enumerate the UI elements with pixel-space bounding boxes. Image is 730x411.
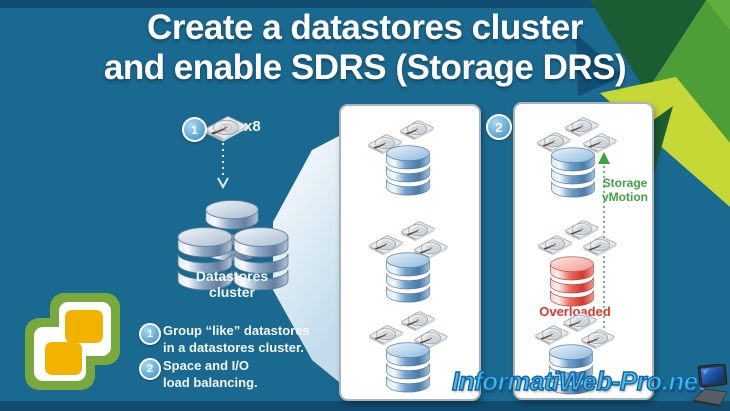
step-2-number: 2: [495, 119, 503, 135]
sdrs-balancing-panel: Storage vMotion Overloaded: [513, 102, 654, 400]
note-1-number: 1: [146, 328, 154, 340]
datastores-group-panel: [339, 104, 481, 401]
corner-dark-green-triangle: [590, 0, 706, 92]
note-1-text: Group “like” datastores in a datastores …: [163, 322, 310, 356]
dotted-down-arrow-icon: [217, 143, 229, 190]
datastore-cylinder-icon: [386, 339, 430, 393]
cluster-label-line-2: cluster: [209, 284, 255, 300]
page-title: Create a datastores cluster and enable S…: [0, 8, 730, 88]
cluster-label: Datastores cluster: [167, 268, 297, 300]
note-2-badge: 2: [139, 358, 161, 380]
vsphere-logo: [25, 293, 120, 390]
storage-vmotion-line-1: Storage: [602, 176, 648, 190]
storage-vmotion-label: Storage vMotion: [599, 176, 651, 204]
overloaded-datastore-cylinder-icon: [550, 253, 594, 307]
funnel-callout-shape: [273, 136, 339, 382]
note-2-line-2: load balancing.: [163, 375, 258, 390]
step-2-badge: 2: [486, 114, 512, 140]
cluster-label-line-1: Datastores: [195, 268, 269, 284]
title-line-2: and enable SDRS (Storage DRS): [103, 48, 627, 87]
step-1-number: 1: [191, 122, 198, 137]
laptop-icon: [691, 364, 728, 407]
note-2-number: 2: [146, 363, 154, 375]
top-edge-band: [0, 0, 730, 8]
note-1-line-2: in a datastores cluster.: [163, 340, 304, 355]
storage-vmotion-line-2: vMotion: [602, 190, 648, 204]
corner-bright-green-triangle: [706, 0, 730, 30]
datastore-cylinder-icon: [386, 249, 430, 303]
hdd-icon: [202, 108, 250, 144]
note-2-line-1: Space and I/O: [163, 358, 249, 373]
note-1-line-1: Group “like” datastores: [163, 323, 310, 338]
title-line-1: Create a datastores cluster: [147, 8, 583, 47]
bottom-edge-band: [0, 401, 730, 411]
corner-navy-triangle: [576, 34, 624, 96]
note-1-badge: 1: [139, 323, 161, 345]
datastore-cylinder-icon: [551, 144, 595, 198]
watermark: InformatiWeb-Pro.net: [451, 365, 707, 396]
step-1-badge: 1: [182, 117, 207, 142]
datastore-cylinder-icon: [386, 142, 430, 196]
overloaded-label: Overloaded: [539, 304, 611, 319]
disk-count-label: x8: [244, 118, 261, 135]
hdd-icon: [398, 114, 436, 142]
note-2-text: Space and I/O load balancing.: [163, 357, 258, 391]
